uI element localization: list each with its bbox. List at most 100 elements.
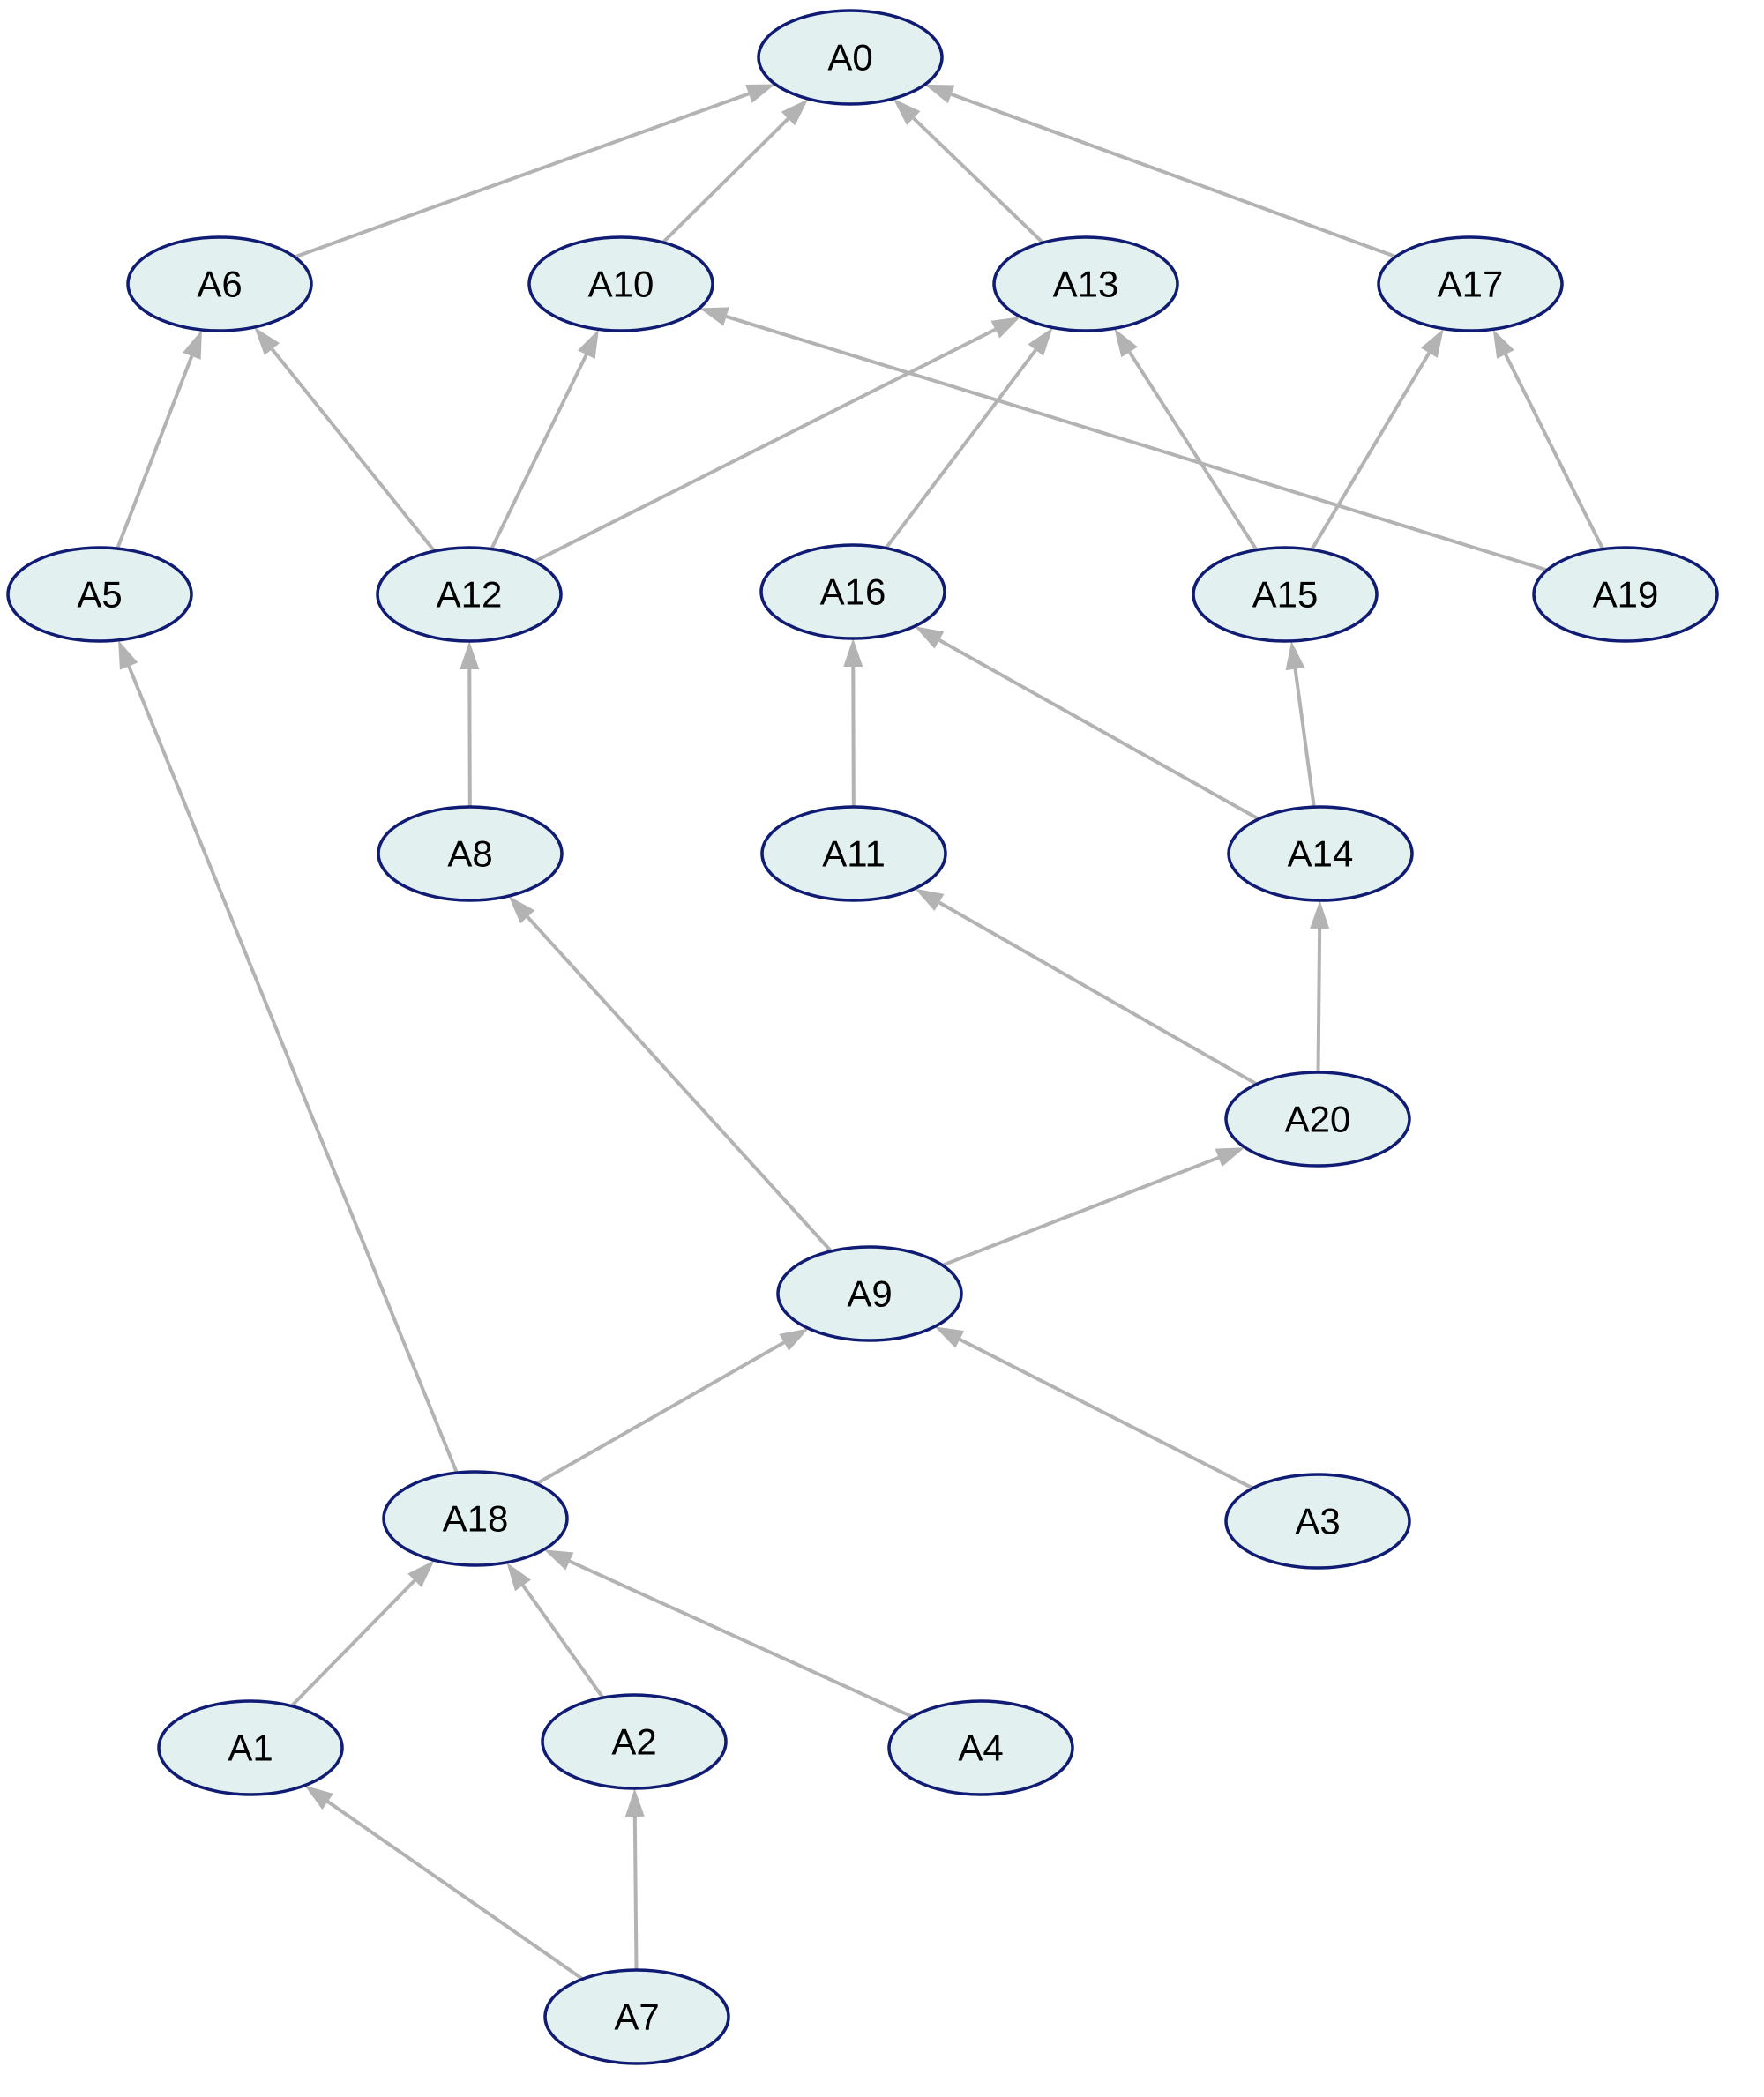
node-A6: A6	[126, 235, 313, 332]
edge-A1-A18	[290, 1560, 435, 1707]
edge-line	[270, 347, 437, 553]
node-A2: A2	[541, 1693, 728, 1790]
edge-line	[568, 1559, 914, 1719]
node-label: A0	[827, 37, 872, 78]
edge-line	[1310, 352, 1431, 551]
node-A3: A3	[1224, 1473, 1411, 1570]
arrowhead-icon	[699, 307, 729, 326]
node-ellipse	[757, 9, 944, 106]
edge-line	[950, 93, 1397, 258]
edge-line	[912, 116, 1044, 244]
arrowhead-icon	[1028, 327, 1053, 356]
node-label: A11	[822, 833, 886, 875]
arrowhead-icon	[118, 639, 138, 670]
node-A15: A15	[1192, 546, 1379, 643]
node-A7: A7	[543, 1968, 730, 2065]
node-label: A6	[197, 264, 242, 305]
edge-line	[941, 1155, 1220, 1267]
node-A16: A16	[759, 543, 946, 640]
edge-A5-A6	[116, 330, 202, 549]
node-A5: A5	[6, 546, 193, 643]
node-A18: A18	[382, 1470, 569, 1567]
node-label: A2	[611, 1721, 656, 1763]
edge-A8-A12	[460, 640, 480, 808]
node-A17: A17	[1377, 235, 1564, 332]
arrowhead-icon	[577, 329, 599, 360]
node-ellipse	[541, 1693, 728, 1790]
arrowhead-icon	[1114, 328, 1138, 358]
edge-line	[534, 327, 997, 563]
edge-line	[938, 638, 1260, 821]
arrowhead-icon	[915, 888, 945, 912]
node-ellipse	[1227, 805, 1414, 902]
edge-A2-A18	[506, 1562, 605, 1699]
node-label: A19	[1593, 574, 1659, 616]
edge-line	[725, 315, 1548, 572]
node-label: A13	[1053, 264, 1119, 305]
edge-line	[294, 92, 750, 259]
edge-line	[1127, 351, 1259, 551]
edge-A12-A10	[490, 329, 599, 550]
node-ellipse	[382, 1470, 569, 1567]
edge-line	[1316, 928, 1322, 1073]
arrowhead-icon	[745, 84, 776, 103]
edge-A10-A0	[662, 99, 809, 244]
node-ellipse	[377, 805, 564, 902]
edge-line	[526, 915, 833, 1253]
node-label: A15	[1252, 574, 1319, 616]
node-label: A1	[228, 1728, 273, 1769]
edge-A7-A1	[304, 1785, 584, 1981]
node-label: A3	[1295, 1501, 1340, 1542]
arrowhead-icon	[254, 327, 280, 355]
edge-A13-A0	[893, 98, 1044, 244]
edge-A11-A16	[843, 638, 863, 808]
edge-A14-A15	[1285, 640, 1316, 808]
node-label: A16	[820, 571, 886, 613]
arrowhead-icon	[781, 99, 809, 126]
edge-A19-A17	[1492, 329, 1605, 550]
node-A10: A10	[527, 235, 714, 332]
edge-line	[662, 117, 789, 244]
edge-line	[127, 665, 459, 1474]
arrowhead-icon	[183, 330, 202, 360]
edge-line	[521, 1584, 605, 1699]
edge-line	[490, 354, 588, 550]
edge-A18-A5	[118, 639, 459, 1474]
node-label: A4	[958, 1728, 1003, 1769]
node-ellipse	[992, 235, 1179, 332]
node-ellipse	[1224, 1473, 1411, 1570]
edge-A12-A13	[534, 317, 1021, 563]
node-A4: A4	[887, 1699, 1074, 1796]
arrowhead-icon	[1492, 329, 1514, 359]
node-ellipse	[126, 235, 313, 332]
edge-A9-A20	[941, 1147, 1245, 1267]
node-label: A20	[1285, 1099, 1351, 1140]
node-label: A9	[847, 1273, 892, 1315]
node-label: A7	[614, 1996, 659, 2038]
arrowhead-icon	[508, 896, 535, 924]
node-ellipse	[776, 1245, 963, 1342]
edge-A19-A10	[699, 307, 1548, 572]
node-label: A17	[1438, 264, 1504, 305]
arrowhead-icon	[843, 638, 863, 668]
arrowhead-icon	[990, 317, 1021, 339]
node-label: A18	[443, 1498, 509, 1540]
node-ellipse	[759, 543, 946, 640]
node-ellipse	[6, 546, 193, 643]
node-ellipse	[1224, 1071, 1411, 1168]
node-ellipse	[376, 546, 563, 643]
node-label: A8	[447, 833, 492, 875]
edge-line	[326, 1800, 584, 1981]
edge-line	[632, 1816, 639, 1971]
edge-line	[938, 900, 1258, 1086]
node-ellipse	[543, 1968, 730, 2065]
edge-A7-A2	[624, 1787, 645, 1971]
edge-line	[535, 1340, 785, 1486]
node-ellipse	[1377, 235, 1564, 332]
edge-A16-A13	[884, 327, 1053, 549]
edge-A12-A6	[254, 327, 437, 553]
arrowhead-icon	[624, 1787, 645, 1817]
